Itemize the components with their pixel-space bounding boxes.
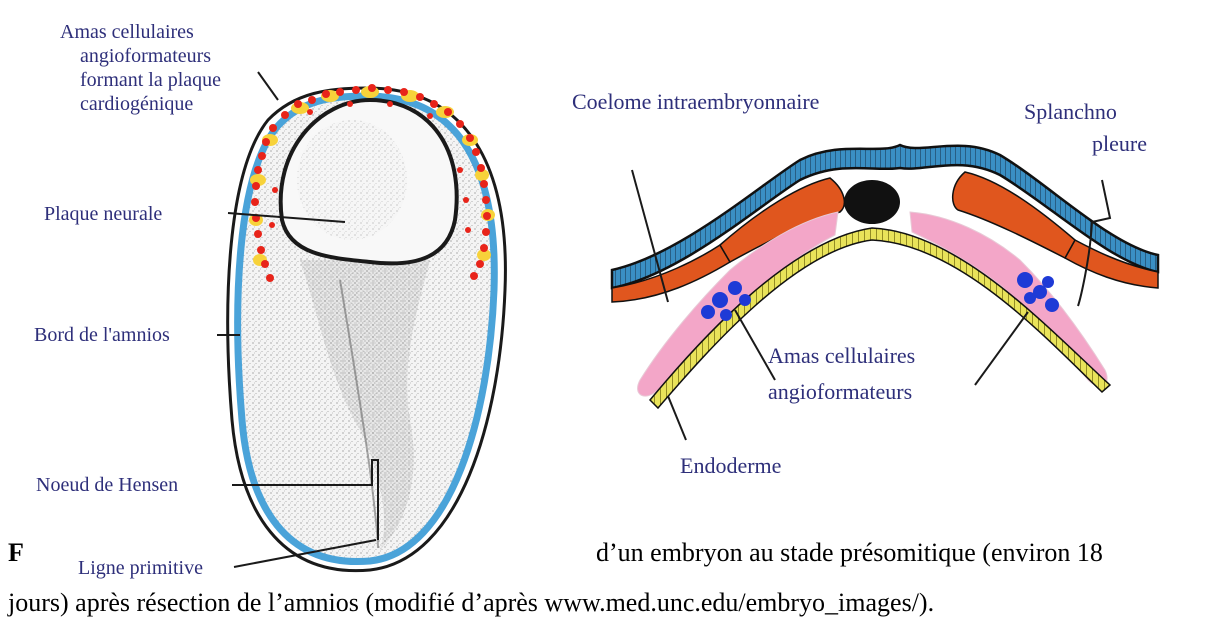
label-endoderme: Endoderme (680, 452, 781, 479)
transverse-section-diagram (0, 0, 1232, 500)
caption-line1-start: F (8, 538, 24, 568)
label-coelome: Coelome intraembryonnaire (572, 88, 819, 115)
caption-line1-rest: d’un embryon au stade présomitique (envi… (596, 538, 1103, 568)
label-splanchno-2: pleure (1092, 130, 1147, 157)
label-amas-cellulaires-right-1: Amas cellulaires (768, 342, 915, 369)
label-ligne-primitive: Ligne primitive (78, 556, 203, 580)
label-amas-cellulaires-right-2: angioformateurs (768, 378, 912, 405)
notochord (844, 180, 900, 224)
label-splanchno-1: Splanchno (1024, 98, 1117, 125)
caption-line2: jours) après résection de l’amnios (modi… (8, 588, 934, 618)
